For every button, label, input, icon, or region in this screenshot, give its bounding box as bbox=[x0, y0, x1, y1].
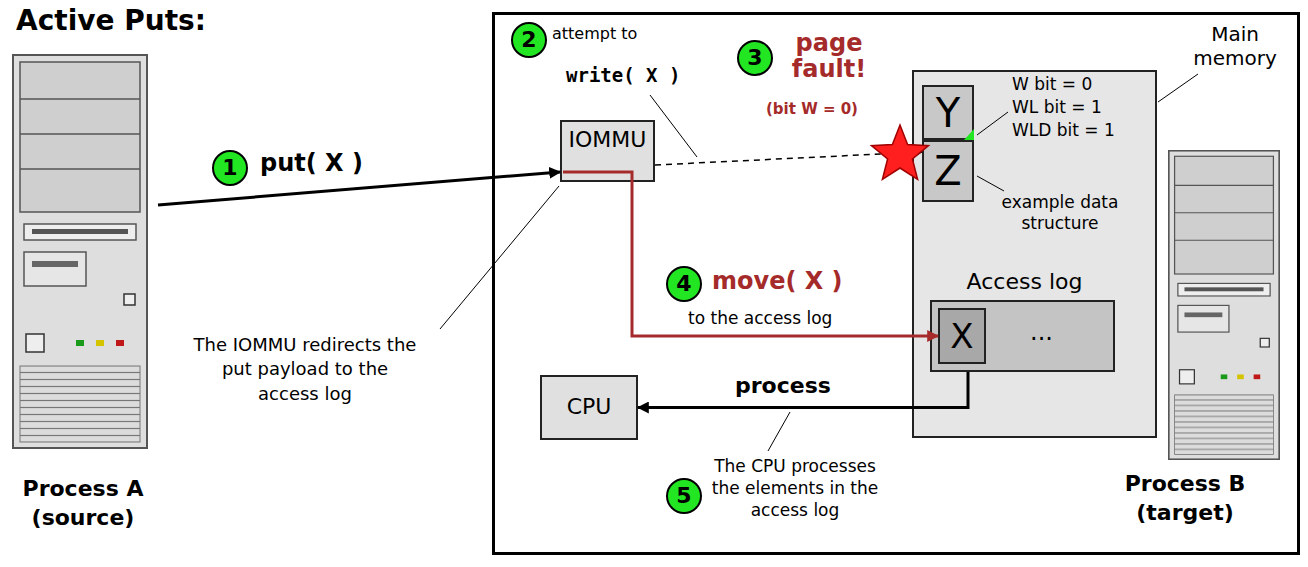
leader-line bbox=[977, 112, 1008, 135]
data-cell: Z bbox=[922, 140, 974, 202]
bit-label: WL bit = 1 bbox=[1012, 97, 1102, 117]
log-entry: X bbox=[938, 308, 986, 364]
connector bbox=[638, 372, 968, 408]
note-text: attempt to bbox=[552, 24, 637, 43]
callout-number: 4 bbox=[666, 266, 702, 302]
note-text: example data structure bbox=[985, 192, 1135, 235]
connector bbox=[632, 182, 938, 336]
operation-text: write( X ) bbox=[566, 64, 680, 87]
leader-line bbox=[768, 412, 790, 451]
connector bbox=[158, 172, 560, 205]
callout-number: 2 bbox=[511, 22, 547, 58]
connector bbox=[655, 152, 922, 165]
note-text: to the access log bbox=[688, 308, 832, 328]
leader-line bbox=[1158, 74, 1198, 102]
callout-number: 1 bbox=[212, 150, 248, 186]
edge-label: move( X ) bbox=[712, 268, 843, 296]
node-text: IOMMU bbox=[569, 127, 647, 153]
redirect-line bbox=[563, 172, 632, 182]
fault-note: (bit W = 0) bbox=[766, 100, 858, 118]
bit-label: WLD bit = 1 bbox=[1012, 120, 1115, 140]
computer-illustration bbox=[1169, 151, 1279, 459]
computer-illustration bbox=[1168, 150, 1280, 460]
cpu-box: CPU bbox=[540, 375, 638, 440]
computer-illustration bbox=[12, 54, 148, 449]
node-text: Process A (source) bbox=[8, 475, 158, 532]
bit-marker bbox=[964, 129, 974, 140]
note-text: The CPU processes the elements in the ac… bbox=[700, 455, 890, 521]
node-text: Process B (target) bbox=[1080, 470, 1290, 527]
diagram-title: Active Puts: bbox=[16, 4, 206, 37]
node-text: Main memory bbox=[1176, 22, 1294, 70]
leader-line bbox=[977, 176, 1004, 191]
node-text: X bbox=[950, 319, 973, 353]
leader-line bbox=[440, 186, 559, 329]
node-text: Y bbox=[936, 93, 960, 133]
callout-number: 5 bbox=[666, 478, 702, 514]
fault-text: page fault! bbox=[784, 30, 874, 83]
page-fault-star bbox=[872, 125, 929, 179]
data-cell: Y bbox=[922, 85, 974, 140]
leader-line bbox=[650, 95, 697, 157]
bit-label: W bit = 0 bbox=[1012, 74, 1092, 94]
node-text: CPU bbox=[567, 394, 612, 420]
ellipsis: ... bbox=[1030, 318, 1053, 347]
note-text: The IOMMU redirects the put payload to t… bbox=[190, 333, 420, 406]
access-log-box: Access logX bbox=[930, 300, 1115, 372]
node-text: Z bbox=[934, 151, 961, 191]
callout-number: 3 bbox=[737, 40, 773, 76]
computer-illustration bbox=[13, 55, 147, 448]
node-text: Access log bbox=[932, 268, 1117, 297]
source-computer: Process A (source) bbox=[8, 50, 158, 560]
target-frame: Process B (target) IOMMU Main memoryYZ Acce… bbox=[492, 12, 1300, 555]
edge-label: put( X ) bbox=[260, 150, 363, 178]
iommu-box: IOMMU bbox=[560, 120, 655, 182]
edge-label: process bbox=[735, 373, 831, 398]
